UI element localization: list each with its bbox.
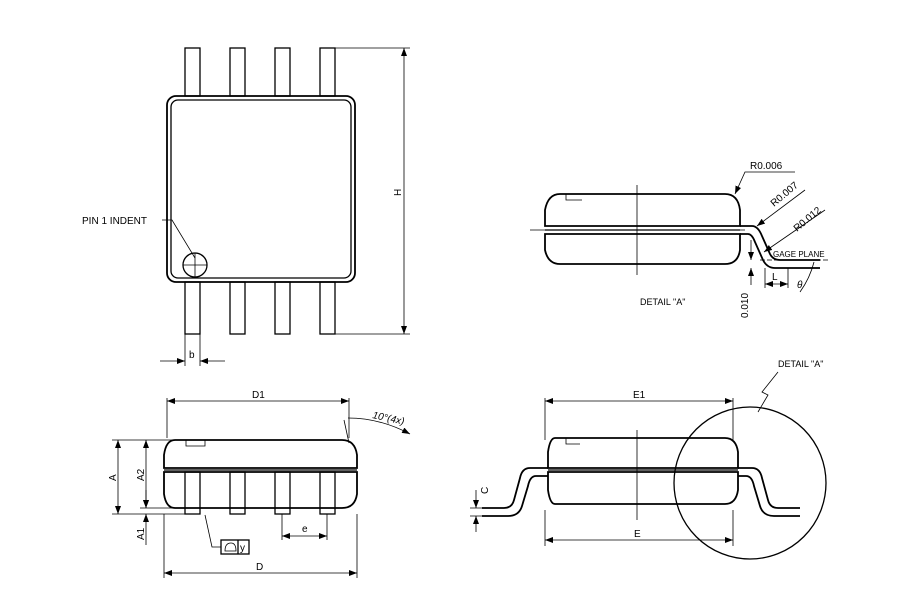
top-leads [184, 47, 336, 97]
dim-D1-label: D1 [252, 390, 265, 401]
top-view: PIN 1 INDENT H b [82, 47, 410, 366]
dim-E1-label: E1 [633, 390, 646, 401]
dim-A-label: A [108, 474, 119, 481]
coplanarity-label: y [240, 543, 245, 554]
detail-a-callout: DETAIL "A" [778, 359, 823, 369]
detail-side-view: R0.006 R0.007 R0.012 GAGE PLANE L θ 0.01… [530, 161, 830, 318]
detail-a-circle [673, 406, 827, 560]
bottom-leads [184, 281, 336, 335]
dim-b-label: b [189, 350, 195, 361]
radius-012-label: R0.012 [792, 205, 824, 234]
dim-C-label: C [480, 487, 491, 494]
dim-A2-label: A2 [136, 468, 147, 481]
dim-H-label: H [393, 189, 404, 196]
package-body-top [166, 95, 356, 283]
dim-A1-label: A1 [136, 527, 147, 540]
theta-label: θ [797, 280, 803, 291]
coplanarity-box [220, 539, 250, 555]
dim-L-label: L [772, 272, 778, 283]
dim-E-label: E [634, 529, 641, 540]
dim-D-label: D [256, 562, 263, 573]
radius-006-label: R0.006 [750, 161, 783, 172]
end-view: E1 C E DETAIL "A" [470, 359, 827, 560]
side-view-front: D1 10°(4x) A A2 A1 e [108, 390, 411, 578]
dim-e-label: e [302, 524, 308, 535]
pin1-indent-label: PIN 1 INDENT [82, 216, 147, 227]
dim-0010-label: 0.010 [740, 293, 751, 318]
gage-plane-label: GAGE PLANE [773, 250, 825, 259]
side-leads [184, 471, 336, 515]
detail-a-caption: DETAIL "A" [640, 297, 685, 307]
